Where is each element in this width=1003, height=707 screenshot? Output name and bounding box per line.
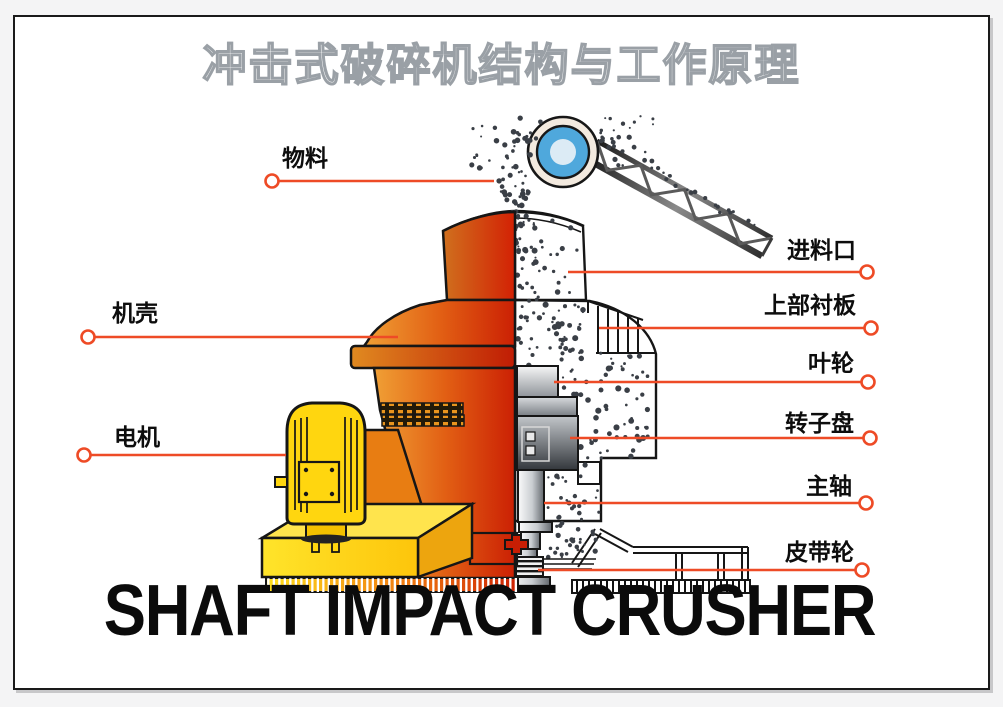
motor-assembly [257,401,477,579]
page-title: 冲击式破碎机结构与工作原理 [202,40,801,91]
callout-impeller: 叶轮 [808,350,854,376]
motor-base [260,536,420,579]
upper-casing [361,298,517,348]
feed-pulley [526,115,600,189]
callout-upper-liner: 上部衬板 [764,292,856,318]
motor-terminal-box [297,460,341,504]
callout-belt-pulley: 皮带轮 [785,539,854,565]
callout-feed-inlet: 进料口 [787,237,856,263]
discharge-frame-base [571,579,751,594]
footer-title: SHAFT IMPACT CRUSHER [103,571,877,651]
callout-endpoints [76,173,879,578]
conveyor-truss [583,138,774,259]
crusher-left-colored [265,210,529,593]
feed-cylinder [441,210,517,302]
callout-casing: 机壳 [112,300,158,326]
callout-material: 物料 [282,145,328,171]
callout-motor: 电机 [114,424,160,450]
callout-rotor-disc: 转子盘 [785,410,854,436]
crusher-internals [509,365,596,587]
callout-main-shaft: 主轴 [806,473,852,499]
rotor-disc-part [516,415,579,471]
main-shaft-part [517,469,545,523]
impeller-part [516,365,559,398]
callout-lines [76,173,879,578]
drive-belt-lines [543,558,596,570]
